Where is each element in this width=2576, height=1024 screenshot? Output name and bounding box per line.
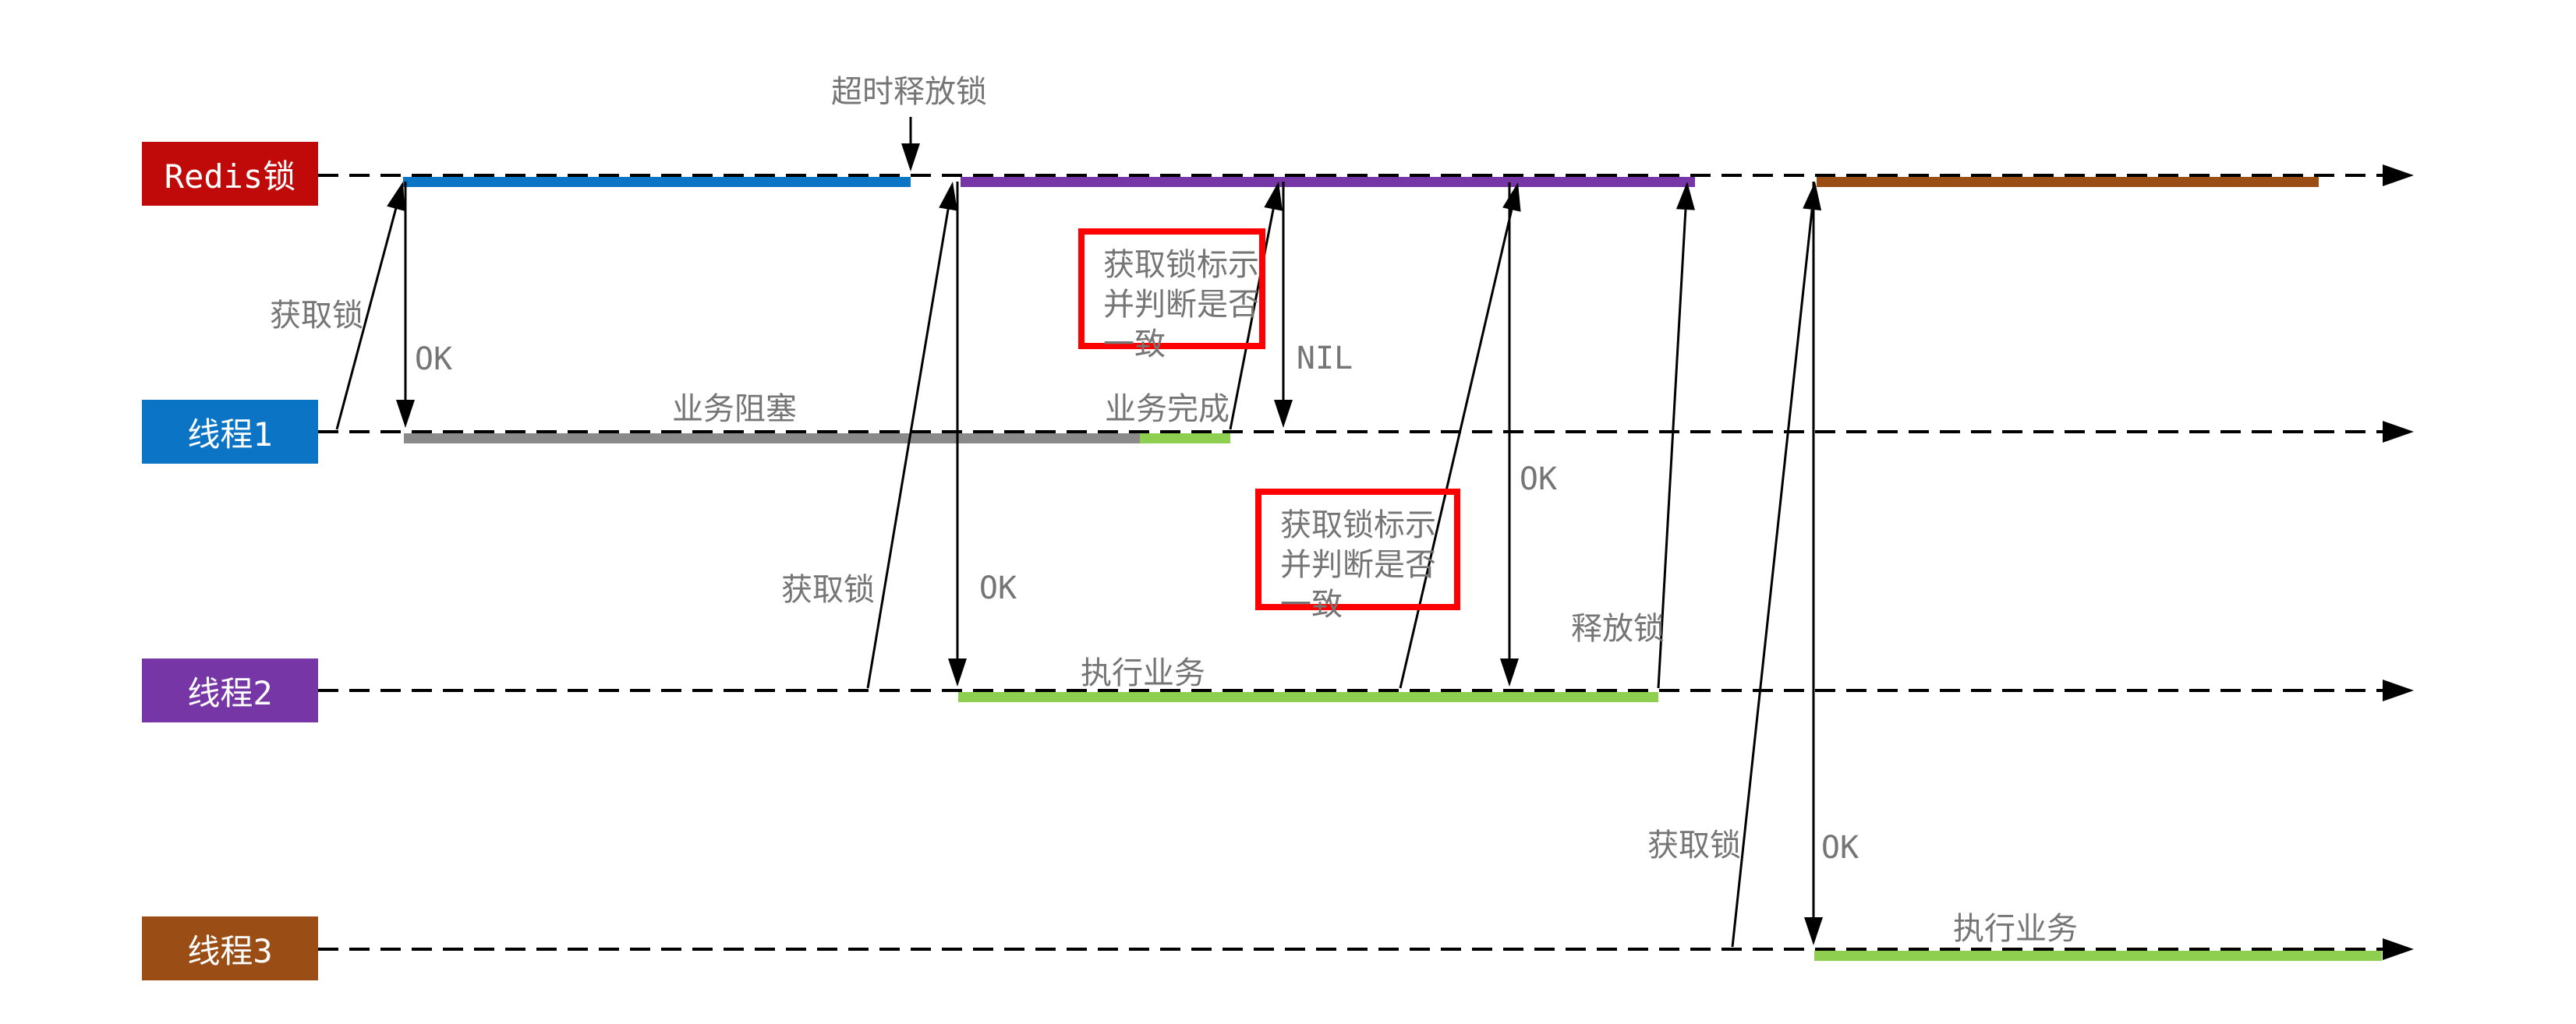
check-token-1-arrow — [1229, 204, 1276, 430]
callout-line: 并判断是否 — [1103, 287, 1259, 323]
ok-3-label: OK — [1519, 461, 1558, 497]
ok-4-label: OK — [1821, 830, 1859, 866]
check-token-2-arrow-head — [1502, 182, 1521, 212]
ok-1-label: OK — [414, 341, 453, 377]
acquire-lock-3-label: 获取锁 — [1647, 828, 1741, 863]
activity-bar-3 — [404, 433, 1140, 443]
redis-lock-timeline-arrowhead — [2383, 164, 2414, 186]
execute-business-3-label: 执行业务 — [1953, 911, 2078, 947]
ok-2-arrow-head — [948, 659, 967, 687]
nil-response-arrow-head — [1274, 400, 1293, 428]
lane-box-thread-1: 线程1 — [142, 400, 318, 464]
callout-line: 一致 — [1103, 327, 1166, 362]
activity-bar-1 — [961, 177, 1695, 187]
thread-1-timeline-arrowhead — [2383, 421, 2414, 443]
thread-3-timeline-arrowhead — [2383, 938, 2414, 960]
business-blocked-label: 业务阻塞 — [672, 391, 797, 427]
activity-bar-6 — [1814, 951, 2382, 961]
callout-line: 获取锁标示 — [1103, 247, 1259, 283]
activity-bar-0 — [403, 177, 911, 187]
ok-3-arrow-head — [1500, 659, 1519, 687]
release-lock-arrow-head — [1675, 182, 1695, 210]
ok-4-arrow-head — [1804, 917, 1823, 945]
check-token-1-arrow-head — [1264, 182, 1283, 211]
activity-bar-4 — [1140, 433, 1230, 443]
acquire-lock-2-label: 获取锁 — [781, 572, 875, 608]
acquire-lock-3-arrow — [1731, 204, 1814, 948]
lane-box-redis-lock: Redis锁 — [142, 142, 318, 206]
timeout-release-label: 超时释放锁 — [831, 74, 987, 110]
activity-bar-5 — [958, 692, 1658, 702]
check-token-callout-1: 获取锁标示 并判断是否 一致 — [1078, 228, 1265, 362]
acquire-lock-1-arrow — [335, 203, 398, 430]
execute-business-2-label: 执行业务 — [1081, 655, 1205, 691]
acquire-lock-1-arrow-head — [387, 182, 405, 211]
callout-line: 并判断是否 — [1280, 547, 1436, 583]
thread-2-timeline-arrowhead — [2383, 680, 2414, 701]
acquire-lock-2-arrow — [866, 204, 950, 689]
ok-2-label: OK — [978, 570, 1017, 606]
callout-line: 一致 — [1280, 587, 1343, 623]
business-done-label: 业务完成 — [1105, 391, 1230, 427]
timeout-release-arrow-head — [901, 143, 920, 171]
release-lock-arrow — [1657, 204, 1687, 689]
acquire-lock-2-arrow-head — [939, 182, 957, 211]
lane-box-thread-2: 线程2 — [142, 659, 318, 722]
acquire-lock-1-label: 获取锁 — [270, 298, 363, 334]
ok-1-arrow-head — [396, 400, 415, 428]
release-lock-label: 释放锁 — [1571, 611, 1665, 647]
nil-label: NIL — [1296, 341, 1353, 376]
activity-bar-2 — [1817, 177, 2319, 187]
acquire-lock-3-arrow-head — [1803, 182, 1822, 211]
check-token-callout-2: 获取锁标示 并判断是否 一致 — [1255, 489, 1460, 623]
lane-box-thread-3: 线程3 — [142, 916, 318, 980]
callout-line: 获取锁标示 — [1280, 507, 1436, 543]
